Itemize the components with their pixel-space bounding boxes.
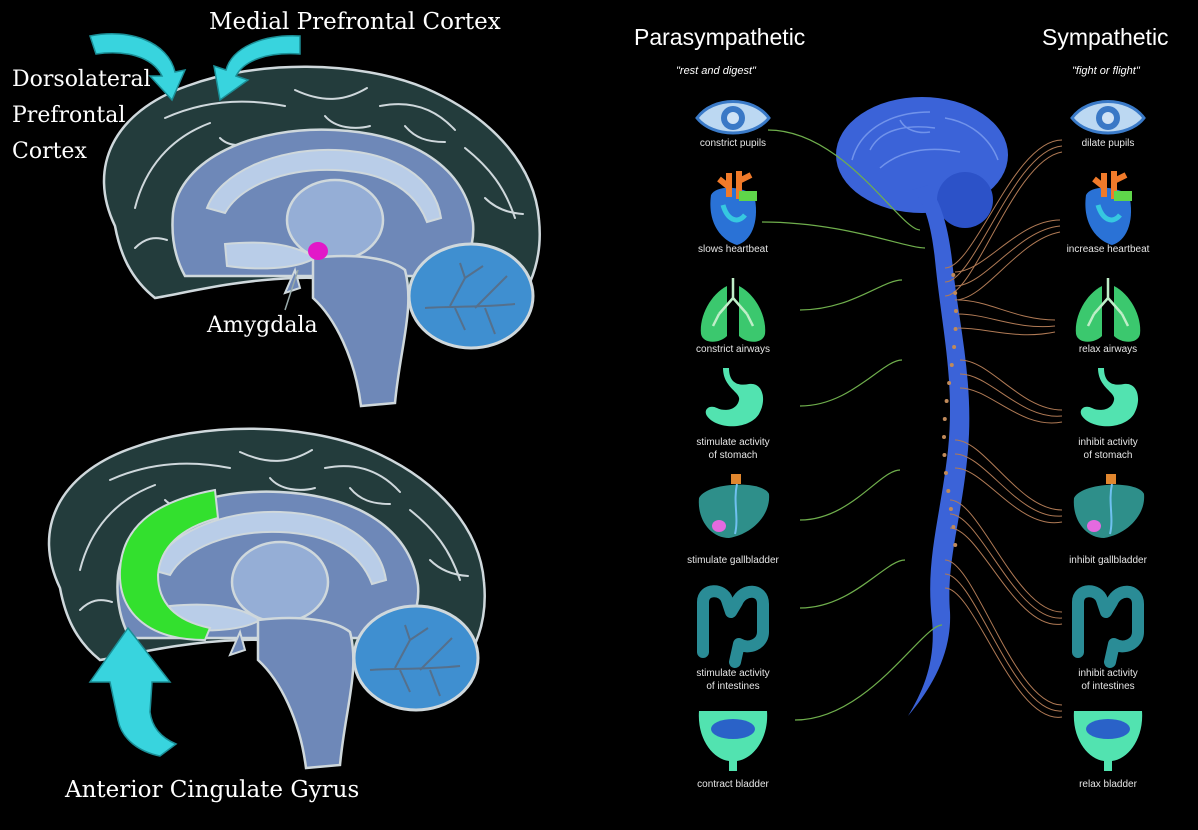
symp-label-5-line2: of intestines [1081,681,1134,692]
para-label-3: stimulate activity [696,437,769,448]
para-label-6: contract bladder [697,779,769,790]
brain-and-spinal-cord [836,97,1008,716]
sympathetic-ganglion [946,489,950,493]
sympathetic-nerve [950,500,1062,612]
symp-label-0: dilate pupils [1082,138,1135,149]
lungs-icon-right [1076,278,1140,342]
intestines-icon-right [1078,591,1138,662]
sympathetic-ganglion [953,291,957,295]
amygdala-label: Amygdala [206,313,318,338]
parasympathetic-nerve [800,560,905,608]
parasympathetic-title: Parasympathetic [634,24,805,50]
symp-label-3: inhibit activity [1078,437,1137,448]
intestines-icon-left [703,591,763,662]
sympathetic-nerve [958,300,1055,320]
parasympathetic-nerve [800,280,902,310]
para-label-0: constrict pupils [700,138,766,149]
dlpfc-label-line2: Prefrontal [12,103,125,128]
sympathetic-ganglion [945,399,949,403]
sympathetic-nerve [958,328,1055,335]
symp-label-2: relax airways [1079,344,1137,355]
nerve-lines [762,130,1062,720]
para-label-5-line2: of intestines [706,681,759,692]
para-label-5: stimulate activity [696,668,769,679]
sympathetic-subtitle: "fight or flight" [1072,65,1141,77]
para-label-1: slows heartbeat [698,244,768,255]
dlpfc-label-line3: Cortex [12,139,87,164]
heart-icon-right [1085,171,1132,245]
bladder-icon-left [699,711,767,771]
sympathetic-ganglion [951,273,955,277]
stomach-icon-left [706,368,763,426]
liver-icon-right [1074,474,1144,538]
sympathetic-nerve [955,226,1060,286]
eye-icon-right [1072,102,1144,134]
sympathetic-ganglion [950,363,954,367]
brain-sagittal-top [104,67,540,406]
parasympathetic-nerve [762,222,925,248]
eye-icon-left [697,102,769,134]
para-label-2: constrict airways [696,344,770,355]
para-label-4: stimulate gallbladder [687,555,779,566]
parasympathetic-nerve [800,360,902,406]
parasympathetic-nerve [795,625,942,720]
stomach-icon-right [1081,368,1138,426]
symp-label-6: relax bladder [1079,779,1137,790]
sympathetic-ganglion [954,309,958,313]
sympathetic-nerve [945,588,1062,717]
sympathetic-nerve [960,360,1062,410]
sympathetic-nerve [958,314,1055,327]
sympathetic-ganglion [951,525,955,529]
symp-label-1: increase heartbeat [1067,244,1150,255]
symp-label-3-line2: of stomach [1084,450,1133,461]
para-label-3-line2: of stomach [709,450,758,461]
amygdala-highlight [308,242,328,260]
parasympathetic-subtitle: "rest and digest" [676,65,757,77]
sympathetic-ganglion [942,453,946,457]
sympathetic-nerve [955,440,1062,510]
medial-pfc-label: Medial Prefrontal Cortex [209,9,501,35]
sympathetic-ganglion [953,543,957,547]
sympathetic-ganglion [949,507,953,511]
sympathetic-ganglion [952,345,956,349]
liver-icon-left [699,474,769,538]
symp-label-4: inhibit gallbladder [1069,555,1148,566]
brain-sagittal-bottom [49,429,485,768]
acg-label: Anterior Cingulate Gyrus [64,777,359,803]
sympathetic-ganglion [944,471,948,475]
sympathetic-title: Sympathetic [1042,24,1169,50]
sympathetic-ganglion [943,417,947,421]
sympathetic-nerve [950,514,1062,618]
bladder-icon-right [1074,711,1142,771]
sympathetic-ganglion [942,435,946,439]
sympathetic-nerve [960,388,1062,423]
parasympathetic-nerve [800,470,900,520]
sympathetic-ganglion [947,381,951,385]
sympathetic-ganglion [954,327,958,331]
sympathetic-nerve [945,574,1062,711]
symp-label-5: inhibit activity [1078,668,1137,679]
heart-icon-left [710,171,757,245]
lungs-icon-left [701,278,765,342]
sympathetic-nerve [945,560,1062,705]
dlpfc-label-line1: Dorsolateral [12,67,151,92]
